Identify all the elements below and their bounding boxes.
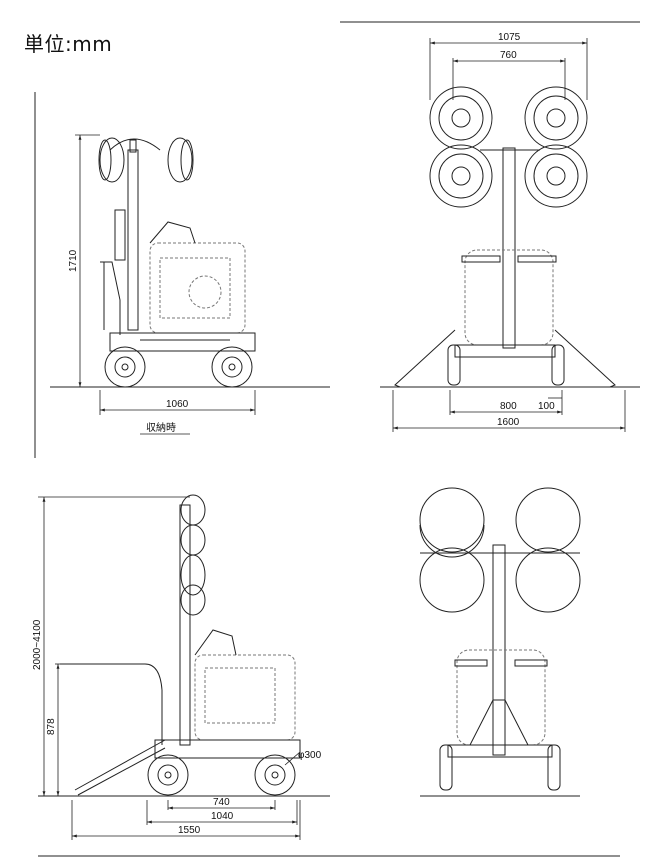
dim-wheelbase: 740 xyxy=(213,797,230,808)
side-view-stowed xyxy=(50,137,330,388)
side-view-extended xyxy=(38,494,330,797)
dim-lines-bottom-left xyxy=(38,496,301,840)
dim-mast-height: 2000~4100 xyxy=(32,619,43,670)
dim-handle-height: 878 xyxy=(46,718,57,735)
front-view-stowed xyxy=(380,86,640,388)
dim-track: 800 xyxy=(500,401,517,412)
dim-body-length: 1040 xyxy=(211,811,234,822)
unit-label: 単位:mm xyxy=(24,32,113,56)
dim-overall-width: 1600 xyxy=(497,417,520,428)
stowed-note: 収納時 xyxy=(146,421,176,434)
dim-lines-top-right xyxy=(392,38,626,432)
dim-height-stowed: 1710 xyxy=(68,249,79,272)
dim-right-offset: 100 xyxy=(538,401,555,412)
dim-lamp-span: 760 xyxy=(500,50,517,61)
dim-overall-length: 1550 xyxy=(178,825,201,836)
dim-lamp-frame-width: 1075 xyxy=(498,32,521,43)
dim-wheel-diameter: φ300 xyxy=(298,750,322,761)
front-view-extended xyxy=(419,487,581,797)
dim-length-stowed: 1060 xyxy=(166,399,189,410)
dim-lines-top-left xyxy=(75,134,256,435)
